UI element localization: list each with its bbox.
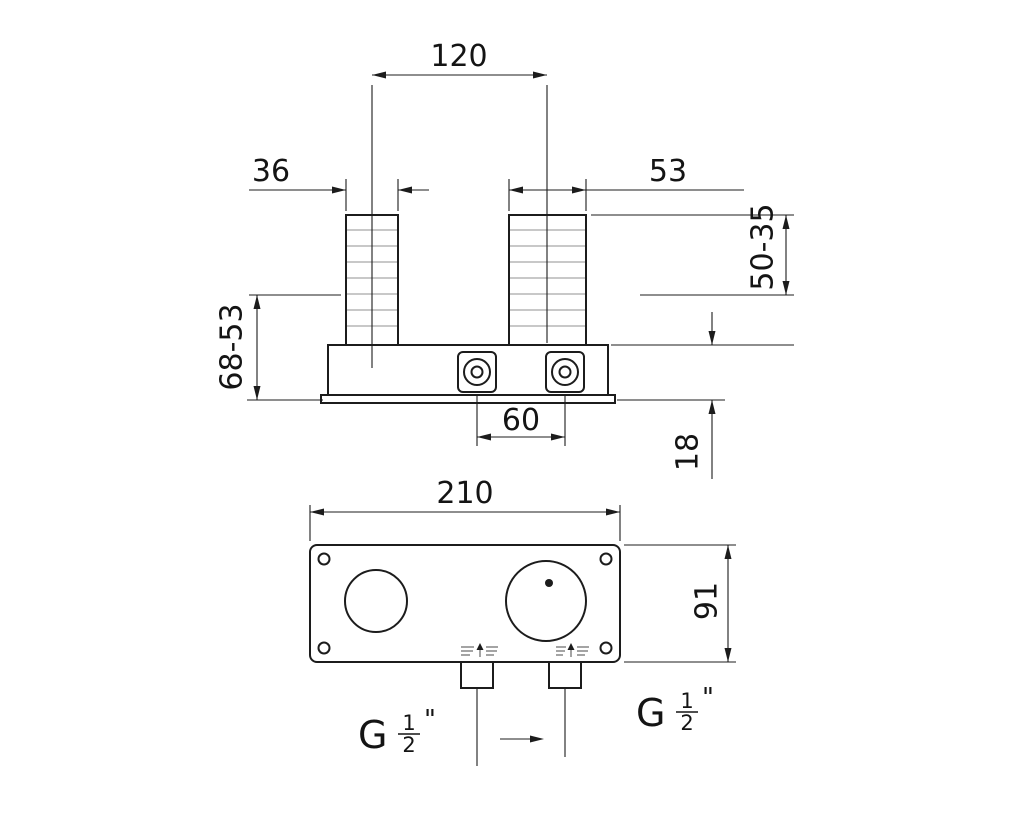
dim-outlet-spacing: 60 [477, 403, 565, 441]
right-outlet-fitting [545, 351, 585, 393]
arrowhead [782, 215, 790, 229]
arrowhead [724, 545, 732, 559]
bottom-view: 210 91 G 1 2 " G 1 2 " [309, 476, 736, 766]
thread-label-left: G 1 2 " [358, 705, 436, 757]
base-flange [320, 394, 616, 404]
arrowhead [477, 433, 491, 441]
arrowhead [782, 281, 790, 295]
leader-arrow [500, 735, 544, 743]
up-arrow-icon [567, 643, 575, 650]
thread-right-inch-mark: " [702, 683, 714, 713]
dim-plate-offset: 18 [611, 312, 794, 479]
arrowhead [708, 400, 716, 414]
arrowhead [533, 71, 547, 79]
thread-left-numerator: 1 [402, 711, 415, 735]
dim-center-distance-label: 120 [430, 39, 487, 74]
thread-left-inch-mark: " [424, 705, 436, 735]
dim-body-width: 210 [309, 476, 621, 541]
dim-right-column-width: 53 [508, 154, 744, 211]
screw-hole [599, 641, 613, 655]
left-outlet-fitting [457, 351, 497, 393]
dim-install-depth-left-label: 68-53 [215, 303, 250, 390]
left-connection-stub [460, 661, 494, 689]
dim-left-column-width-label: 36 [252, 154, 290, 189]
top-view: 120 36 53 68-53 [215, 39, 794, 479]
dim-left-column-width: 36 [249, 154, 429, 211]
arrowhead [253, 295, 261, 309]
plate-body [309, 544, 621, 663]
dim-outlet-spacing-label: 60 [502, 403, 540, 438]
left-control-opening [344, 569, 408, 633]
port-marking-left [461, 643, 498, 657]
dim-body-width-label: 210 [436, 476, 493, 511]
dim-install-depth-right: 50-35 [591, 203, 794, 296]
arrowhead [398, 186, 412, 194]
arrowhead [724, 648, 732, 662]
thread-right-numerator: 1 [680, 689, 693, 713]
arrowhead [509, 186, 523, 194]
thread-right-denominator: 2 [680, 711, 693, 735]
right-connection-stub [548, 661, 582, 689]
screw-hole [317, 552, 331, 566]
arrowhead [606, 508, 620, 516]
arrowhead [310, 508, 324, 516]
dim-install-depth-left: 68-53 [215, 294, 341, 401]
thread-left-prefix: G [358, 713, 387, 757]
dim-plate-offset-label: 18 [671, 433, 706, 471]
indicator-dot [545, 579, 553, 587]
port-marking-right [556, 643, 589, 657]
arrowhead [253, 386, 261, 400]
arrowhead [708, 331, 716, 345]
cover-plate [309, 544, 621, 663]
arrowhead [551, 433, 565, 441]
thread-right-prefix: G [636, 691, 665, 735]
dim-center-distance: 120 [372, 39, 547, 79]
arrowhead [332, 186, 346, 194]
dim-install-depth-right-label: 50-35 [746, 203, 781, 290]
dim-right-column-width-label: 53 [649, 154, 687, 189]
thread-label-right: G 1 2 " [636, 683, 714, 735]
dim-body-height: 91 [624, 544, 736, 663]
right-control-opening [505, 560, 587, 642]
arrowhead [572, 186, 586, 194]
screw-hole [317, 641, 331, 655]
arrowhead [530, 735, 544, 743]
up-arrow-icon [476, 643, 484, 650]
dim-body-height-label: 91 [690, 582, 725, 620]
screw-hole [599, 552, 613, 566]
thread-left-denominator: 2 [402, 733, 415, 757]
arrowhead [372, 71, 386, 79]
